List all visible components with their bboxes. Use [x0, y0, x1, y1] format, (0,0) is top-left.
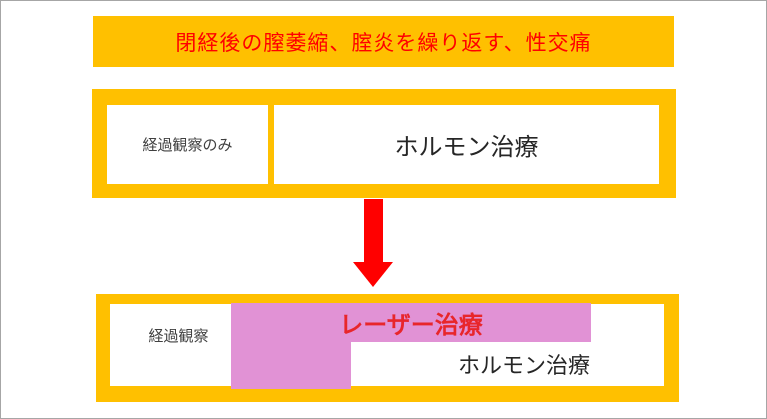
down-arrow-head-icon	[353, 262, 393, 287]
down-arrow-icon	[364, 199, 383, 262]
after-treatment-box: 経過観察 レーザー治療 ホルモン治療	[96, 294, 679, 402]
after-hormone-cell: ホルモン治療	[384, 342, 664, 386]
after-hormone-label: ホルモン治療	[457, 353, 590, 378]
after-observation-label: 経過観察	[148, 327, 209, 345]
before-observation-cell: 経過観察のみ	[107, 105, 268, 184]
after-observation-cell: 経過観察	[116, 304, 241, 366]
condition-banner-text: 閉経後の膣萎縮、腟炎を繰り返す、性交痛	[175, 31, 592, 55]
laser-extent-area	[231, 342, 351, 389]
before-hormone-label: ホルモン治療	[394, 134, 539, 161]
laser-treatment-label: レーザー治療	[339, 312, 483, 339]
laser-treatment-band: レーザー治療	[231, 303, 591, 342]
before-treatment-box: 経過観察のみ ホルモン治療	[92, 89, 676, 198]
before-observation-label: 経過観察のみ	[142, 137, 233, 154]
before-hormone-cell: ホルモン治療	[274, 105, 659, 184]
condition-banner: 閉経後の膣萎縮、腟炎を繰り返す、性交痛	[93, 16, 674, 67]
